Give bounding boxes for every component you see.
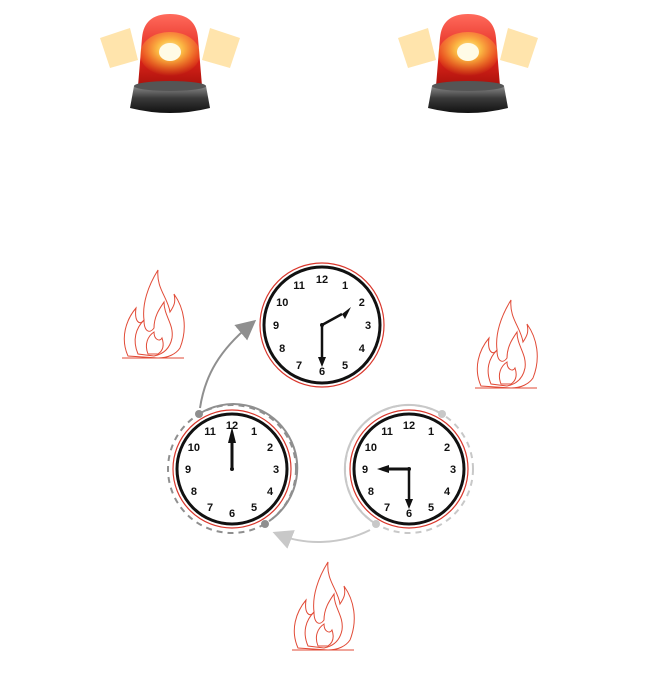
minute-hand-tip xyxy=(318,357,326,367)
fire-left xyxy=(118,268,188,360)
clock-number: 6 xyxy=(319,366,325,378)
clock-number: 10 xyxy=(365,442,377,454)
arrow-left-to-top xyxy=(199,319,257,409)
clock-number: 11 xyxy=(204,426,216,438)
hour-hand-tip xyxy=(342,307,351,319)
minute-hand-tip xyxy=(405,499,413,509)
clock-number: 11 xyxy=(381,426,393,438)
clock-number: 7 xyxy=(296,360,302,372)
clock-number: 5 xyxy=(251,502,257,514)
clock-number: 6 xyxy=(229,508,235,520)
clock-number: 9 xyxy=(185,464,191,476)
clock-number: 6 xyxy=(406,508,412,520)
clock-number: 2 xyxy=(359,297,365,309)
alarm-siren-icon xyxy=(100,14,240,113)
clock-number: 5 xyxy=(428,502,434,514)
clock-number: 4 xyxy=(267,486,274,498)
clock-number: 4 xyxy=(444,486,451,498)
clock-number: 9 xyxy=(362,464,368,476)
clock-number: 11 xyxy=(293,280,305,292)
clock-number: 12 xyxy=(226,420,238,432)
hour-hand-tip xyxy=(228,427,236,443)
clock-number: 1 xyxy=(342,280,348,292)
clock-number: 8 xyxy=(279,343,285,355)
hour-hand xyxy=(321,312,343,327)
fire-bottom xyxy=(288,560,358,652)
fire-icon xyxy=(475,299,538,389)
clock-number: 3 xyxy=(450,464,456,476)
clock-number: 3 xyxy=(273,464,279,476)
clock-number: 7 xyxy=(384,502,390,514)
clock-number: 1 xyxy=(251,426,257,438)
fire-icon xyxy=(122,269,185,359)
fire-right xyxy=(470,298,542,390)
clock-number: 7 xyxy=(207,502,213,514)
clock-number: 12 xyxy=(316,274,328,286)
clock-number: 4 xyxy=(359,343,366,355)
clock-number: 10 xyxy=(188,442,200,454)
arrow-right-to-left xyxy=(272,529,371,549)
siren-right xyxy=(398,8,538,118)
clock-number: 3 xyxy=(365,320,371,332)
clock-number: 12 xyxy=(403,420,415,432)
clock-number: 9 xyxy=(273,320,279,332)
clock-number: 1 xyxy=(428,426,434,438)
clock-number: 10 xyxy=(276,297,288,309)
clock-number: 2 xyxy=(444,442,450,454)
hour-hand-tip xyxy=(377,465,389,473)
alarm-siren-icon xyxy=(398,14,538,113)
clock-number: 8 xyxy=(368,486,374,498)
clock-number: 2 xyxy=(267,442,273,454)
clock-number: 5 xyxy=(342,360,348,372)
siren-left xyxy=(100,8,240,118)
clock-number: 8 xyxy=(191,486,197,498)
fire-icon xyxy=(292,561,355,651)
